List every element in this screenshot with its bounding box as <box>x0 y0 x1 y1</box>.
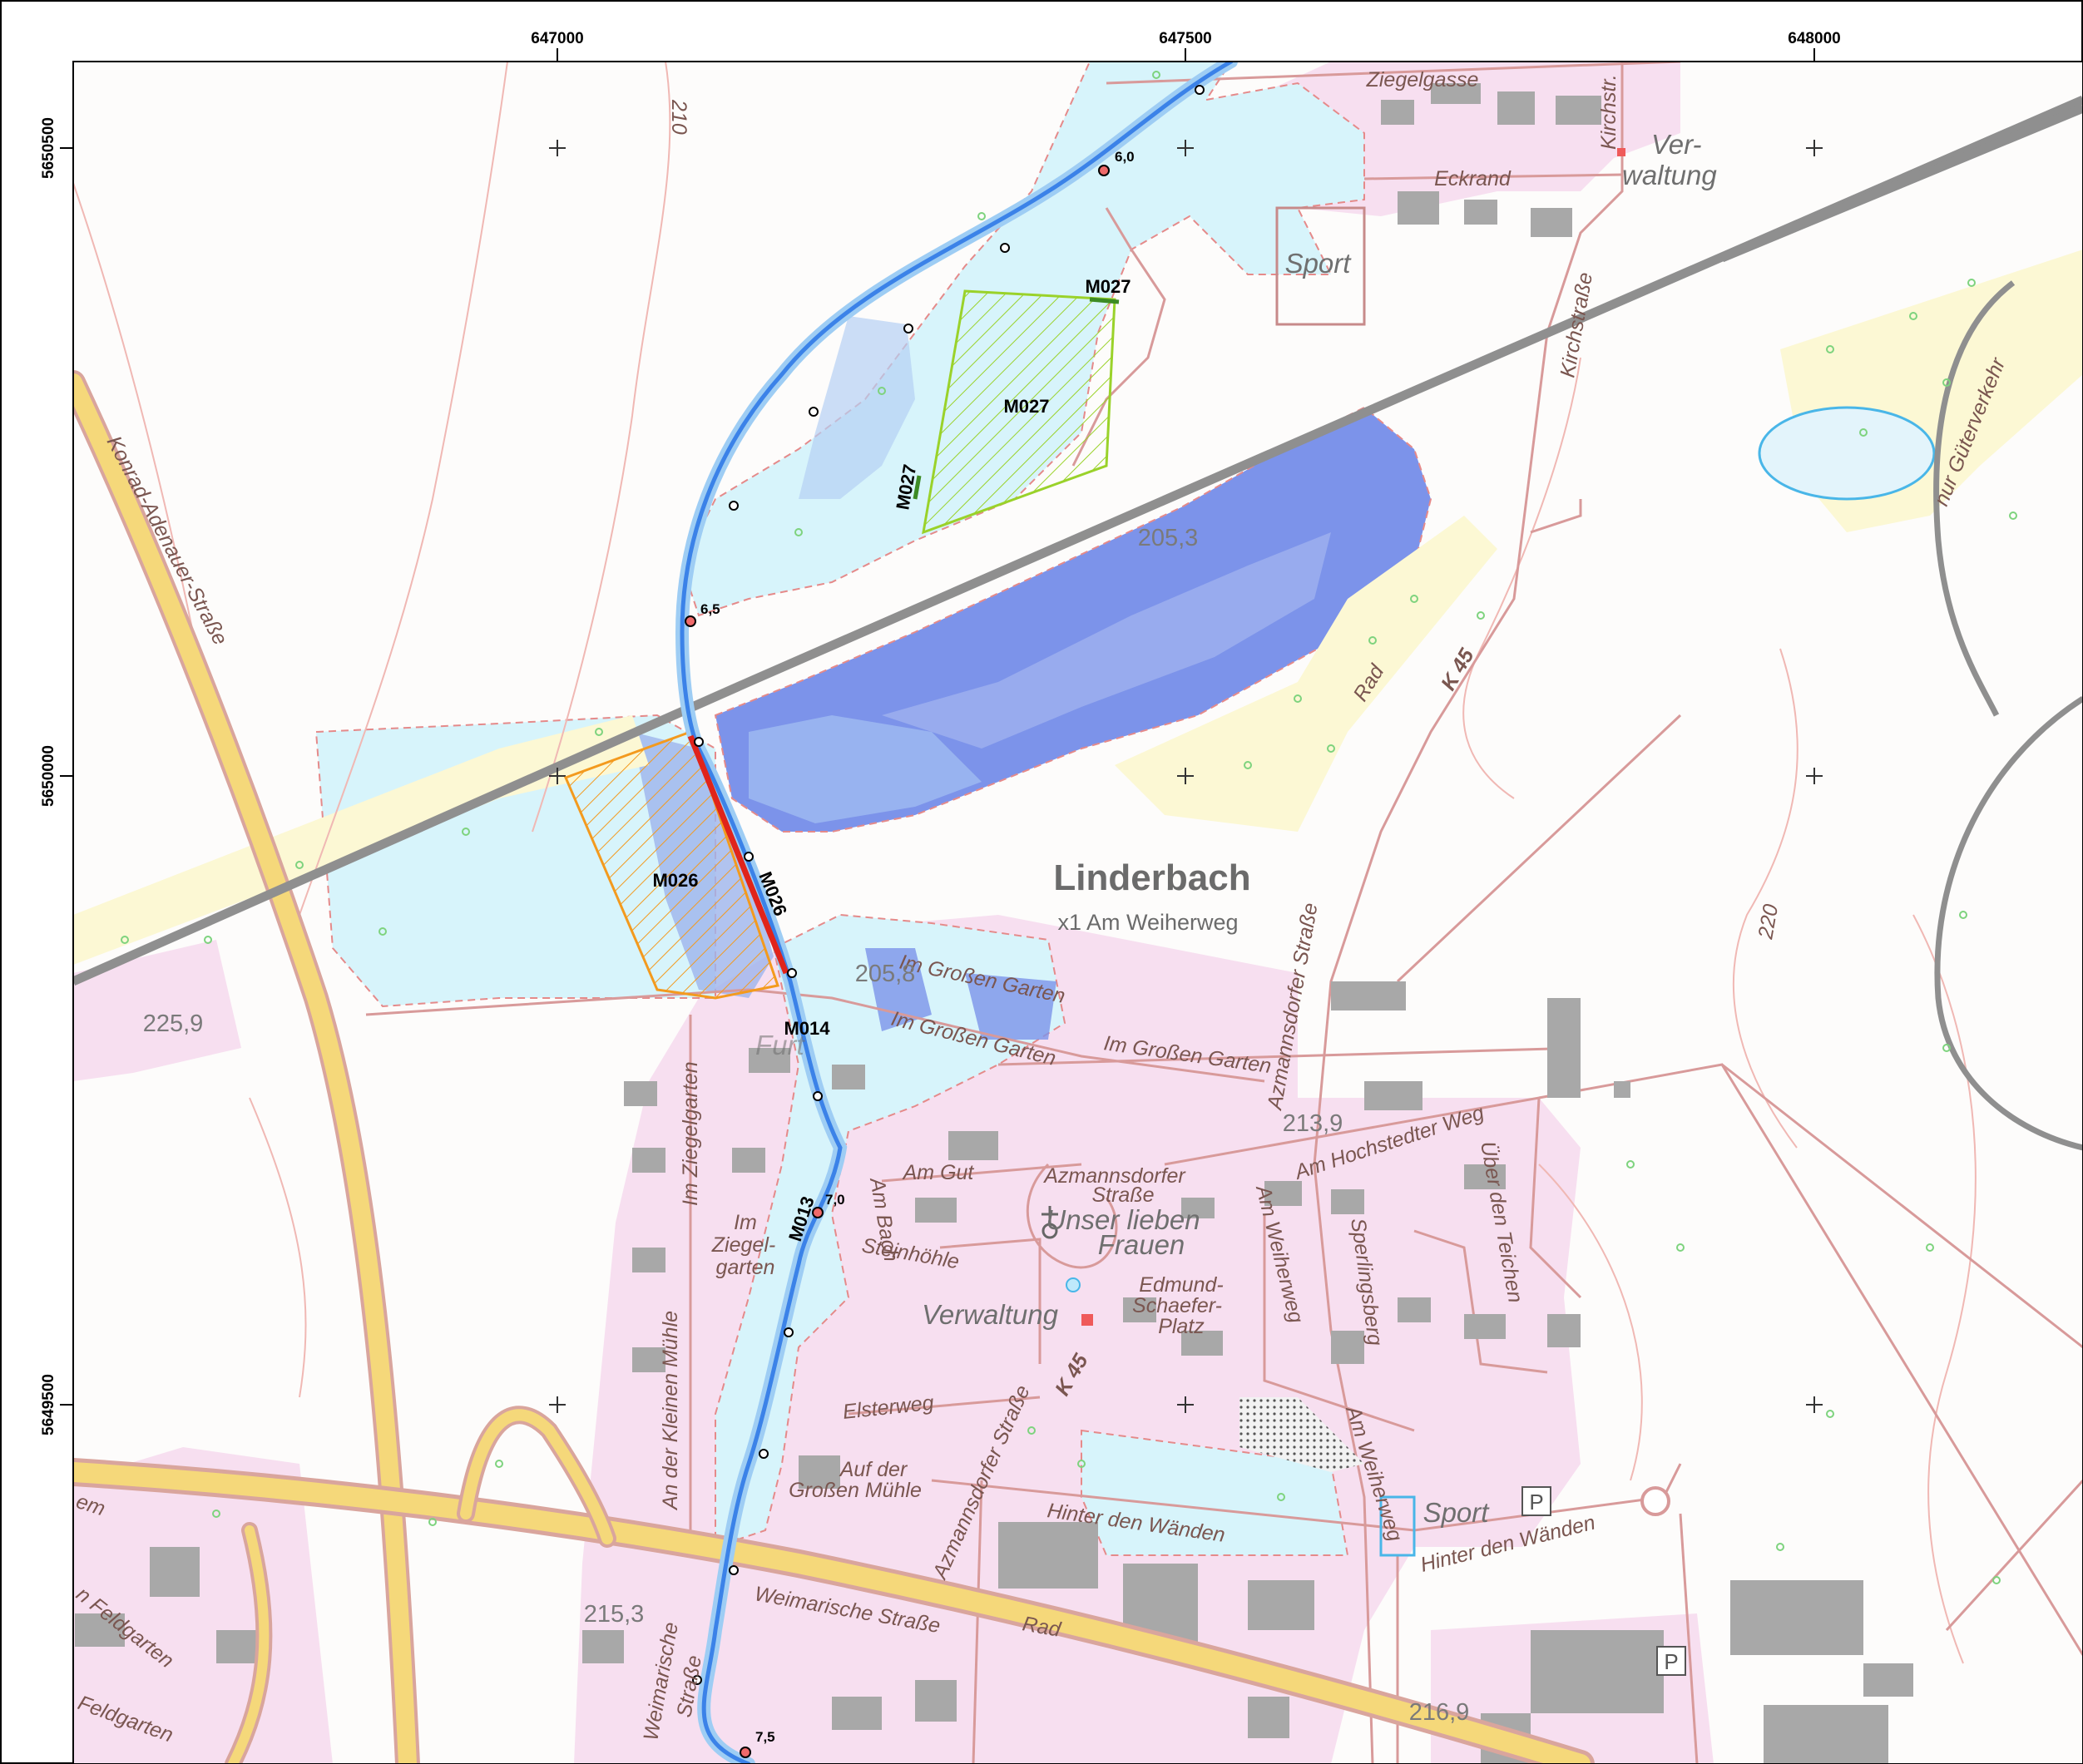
verwaltung-label-2: Verwaltung <box>922 1299 1059 1330</box>
measure-area-m026 <box>563 730 779 1000</box>
town-label: Linderbach <box>1053 857 1250 898</box>
ziegelgarten-label-1: Im <box>734 1211 757 1234</box>
contour-lines <box>73 62 1977 1664</box>
sport-label-1: Sport <box>1285 248 1353 279</box>
sport-field-2 <box>1379 1495 1416 1557</box>
church-label-2: Frauen <box>1098 1229 1185 1260</box>
grossen-muehle-label-2: Großen Mühle <box>789 1479 922 1502</box>
station-label-6-0: 6,0 <box>1115 149 1135 165</box>
river <box>675 62 1238 1764</box>
elevation-215-3: 215,3 <box>584 1601 645 1628</box>
street-im-ziegelgarten: Im Ziegelgarten <box>679 1061 702 1206</box>
measure-label-m027-top: M027 <box>1085 276 1131 297</box>
measure-line-m026 <box>687 734 789 975</box>
parking-label-2: P <box>1664 1649 1678 1674</box>
elevation-225-9: 225,9 <box>143 1010 204 1037</box>
elevation-213-9: 213,9 <box>1283 1110 1343 1137</box>
railway <box>73 95 2083 1151</box>
furt-label: Furt <box>755 1030 806 1060</box>
parking-sign-2: P <box>1656 1646 1686 1676</box>
measure-line-m027-small <box>1089 297 1120 304</box>
red-poi-marker-north <box>1617 148 1625 156</box>
edmund-label-2: Schaefer- <box>1132 1294 1222 1317</box>
major-roads <box>73 370 1595 1764</box>
verwaltung-label-1b: waltung <box>1622 160 1717 190</box>
coordinate-labels: 647000 647500 648000 5650500 5650000 564… <box>40 30 1841 1435</box>
street-eckrand: Eckrand <box>1434 167 1512 190</box>
grid-crosses <box>549 140 1823 1413</box>
parking-label-1: P <box>1529 1490 1543 1514</box>
street-ziegelgasse: Ziegelgasse <box>1366 68 1479 91</box>
lake <box>1758 406 1936 501</box>
parking-sign-1: P <box>1521 1486 1551 1516</box>
church-label-1: Unser lieben <box>1046 1204 1200 1235</box>
x-coord-647500: 647500 <box>1159 30 1211 47</box>
red-poi-marker <box>1081 1314 1093 1326</box>
measure-label-m026-area: M026 <box>652 870 698 891</box>
elevation-216-9: 216,9 <box>1409 1699 1470 1726</box>
ziegelgarten-label-2: Ziegel- <box>711 1233 775 1257</box>
sport-field-1 <box>1275 206 1366 326</box>
fountain-icon <box>1066 1277 1081 1292</box>
street-azmannsdorfer-h1: Azmannsdorfer <box>1042 1164 1186 1188</box>
map-body: P P Linderbach x1 Am Weiherweg Sport Spo… <box>73 62 2083 1764</box>
elevation-205-8: 205,8 <box>855 961 916 987</box>
x-coord-648000: 648000 <box>1788 30 1840 47</box>
street-am-gut: Am Gut <box>902 1161 975 1184</box>
station-label-6-5: 6,5 <box>700 601 720 617</box>
y-coord-5650000: 5650000 <box>40 745 57 807</box>
measure-area-m027 <box>922 289 1116 535</box>
church-icon <box>1042 1206 1058 1239</box>
station-markers <box>685 85 1205 1758</box>
vegetation-symbols <box>121 71 2017 1584</box>
measure-label-m014: M014 <box>784 1018 830 1039</box>
street-an-der-kleinen-muehle: An der Kleinen Mühle <box>659 1311 682 1511</box>
station-label-7-5: 7,5 <box>755 1729 775 1745</box>
measure-line-m027-west <box>913 475 922 500</box>
elevation-205-3: 205,3 <box>1138 525 1199 551</box>
contour-label-210: 210 <box>667 99 690 135</box>
station-label-7-0: 7,0 <box>825 1192 845 1208</box>
sport-label-2: Sport <box>1423 1497 1491 1528</box>
roundabout <box>1640 1486 1670 1516</box>
ziegelgarten-label-3: garten <box>716 1256 775 1279</box>
town-sub-label: x1 Am Weiherweg <box>1057 910 1238 935</box>
street-azmannsdorfer-h2: Straße <box>1091 1183 1154 1207</box>
grossen-muehle-label-1: Auf der <box>839 1458 908 1481</box>
verwaltung-label-1a: Ver- <box>1651 129 1702 160</box>
buildings <box>75 83 1913 1764</box>
y-coord-5649500: 5649500 <box>40 1374 57 1435</box>
y-coord-5650500: 5650500 <box>40 117 57 179</box>
edmund-label-1: Edmund- <box>1139 1273 1223 1297</box>
dotted-area <box>1239 1397 1364 1472</box>
x-coord-647000: 647000 <box>531 30 583 47</box>
street-kirchstr: Kirchstr. <box>1597 74 1620 150</box>
edmund-label-3: Platz <box>1158 1315 1205 1338</box>
measure-label-m027-area: M027 <box>1003 396 1049 417</box>
